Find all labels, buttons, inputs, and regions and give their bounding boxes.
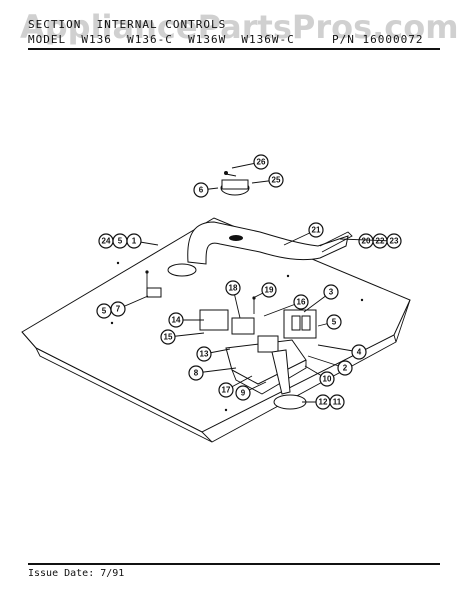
callout-24: 24 [98,233,114,249]
callout-circle [253,154,269,170]
callout-label: 6 [199,186,204,195]
callout-label: 18 [229,284,238,293]
model-line: MODEL W136 W136-C W136W W136W-C [28,33,295,46]
callout-9: 9 [235,381,267,401]
issue-date: Issue Date: 7/91 [28,568,125,579]
callout-circle [193,182,209,198]
callout-label: 13 [200,350,209,359]
callout-circle [126,233,142,249]
callout-label: 19 [265,286,274,295]
callout-circle [386,233,402,249]
watermark: AppliancePartsPros.com [20,8,458,46]
callout-label: 25 [272,176,281,185]
bracket-7 [145,270,162,298]
callout-label: 3 [329,288,334,297]
callout-label: 21 [312,226,321,235]
callout-circle [168,312,184,328]
callout-7: 7 [110,295,149,317]
callout-26: 26 [231,154,269,170]
callout-circle [261,282,277,298]
part-number: P/N 16000072 [332,33,424,46]
callout-label: 17 [222,386,231,395]
callout-label: 5 [332,318,337,327]
callout-circle [329,394,345,410]
callout-11: 11 [329,394,345,410]
callout-19: 19 [252,282,277,299]
callout-label: 15 [164,333,173,342]
callout-label: 8 [194,369,199,378]
leader-line [339,238,395,242]
callout-6: 6 [193,182,219,198]
callout-14: 14 [168,312,204,328]
callout-circle [218,382,234,398]
air-duct [187,221,353,265]
callout-20: 20 [358,233,374,249]
callout-15: 15 [160,329,205,345]
callout-5: 5 [317,314,342,330]
callout-12: 12 [302,394,331,410]
callout-2: 2 [307,355,353,376]
callout-label: 4 [357,348,362,357]
callout-4: 4 [317,344,367,360]
switch-assembly [199,296,317,410]
thermostat-top [220,171,250,196]
callout-circle [110,301,126,317]
section-title: SECTION INTERNAL CONTROLS [28,18,227,31]
callout-label: 24 [102,237,111,246]
callout-label: 14 [172,316,181,325]
callout-21: 21 [283,222,324,246]
callout-1: 1 [126,233,159,249]
callout-label: 2 [343,364,348,373]
callout-circle [160,329,176,345]
callout-label: 1 [132,237,137,246]
callout-label: 9 [241,389,246,398]
callout-3: 3 [303,284,339,313]
callout-label: 10 [323,375,332,384]
callout-25: 25 [251,172,284,188]
callout-16: 16 [263,294,309,317]
callout-circle [337,360,353,376]
callout-label: 26 [257,158,266,167]
callout-circle [308,222,324,238]
callout-23: 23 [339,233,402,249]
callout-label: 22 [376,237,385,246]
callout-label: 5 [118,237,123,246]
callout-circle [326,314,342,330]
footer-rule [28,563,440,565]
callout-circle [188,365,204,381]
callout-circle [323,284,339,300]
callout-5: 5 [112,233,128,249]
callout-18: 18 [225,280,241,319]
callout-5: 5 [96,303,112,319]
header-rule [28,48,440,50]
callout-8: 8 [188,365,237,381]
callout-circle [319,371,335,387]
callout-label: 20 [362,237,371,246]
callout-label: 5 [102,307,107,316]
callout-circle [196,346,212,362]
callout-circle [351,344,367,360]
callout-13: 13 [196,346,231,362]
callout-circle [268,172,284,188]
callout-10: 10 [304,365,335,387]
callout-circle [293,294,309,310]
callout-circle [225,280,241,296]
callout-label: 11 [333,398,342,407]
callout-label: 12 [319,398,328,407]
callout-label: 7 [116,305,121,314]
callout-circle [235,385,251,401]
callout-label: 23 [390,237,399,246]
callout-label: 16 [297,298,306,307]
callout-17: 17 [218,375,253,398]
